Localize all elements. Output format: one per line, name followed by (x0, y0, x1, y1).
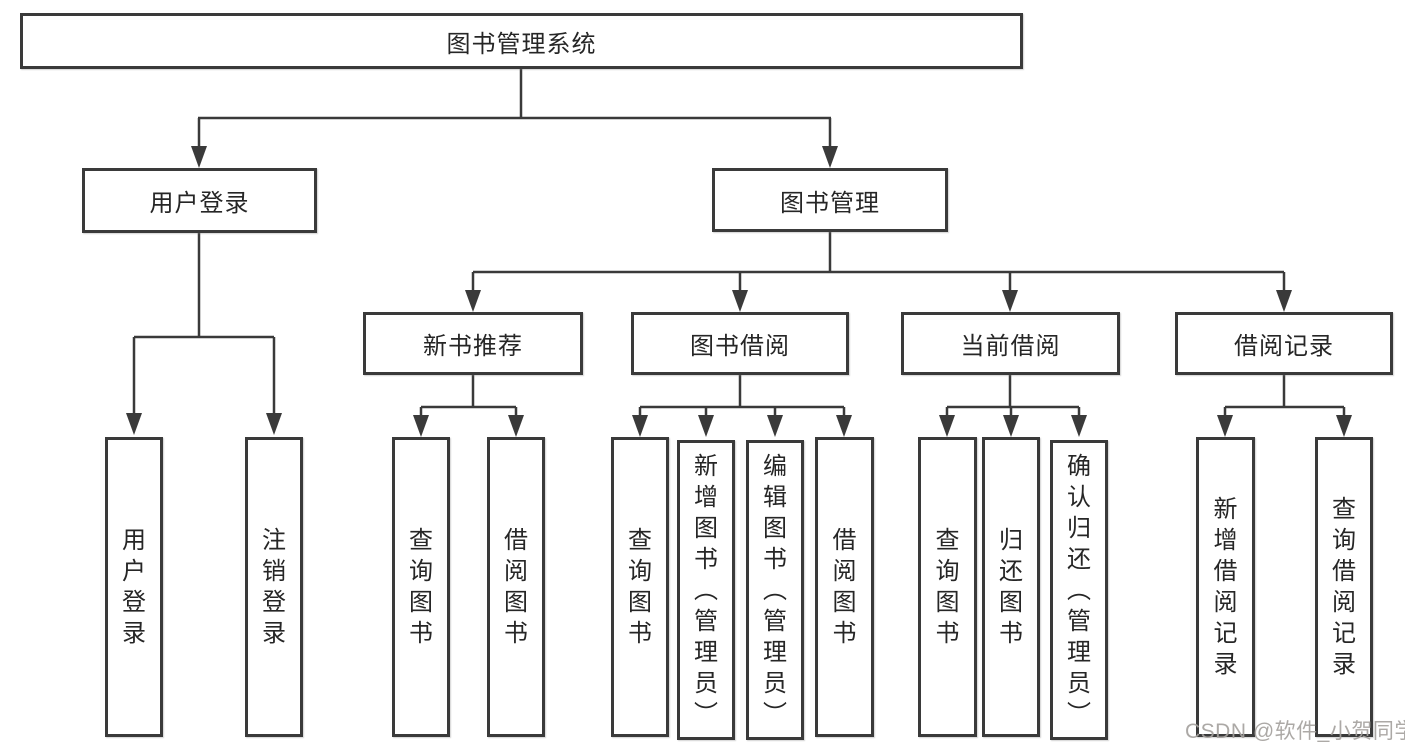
leaf-confirm-return-admin: 确认归还︵管理员︶ (1050, 440, 1108, 740)
node-new-book-recommend-label: 新书推荐 (423, 333, 523, 360)
leaf-add-book-admin: 新增图书︵管理员︶ (677, 440, 735, 740)
leaf-user-login-label: 用户登录 (122, 527, 146, 647)
leaf-query-borrow-record: 查询借阅记录 (1315, 437, 1373, 737)
node-user-login: 用户登录 (82, 168, 317, 233)
leaf-query-books-recommend-label: 查询图书 (409, 527, 433, 647)
leaf-borrow-books-label: 借阅图书 (832, 527, 857, 647)
node-new-book-recommend: 新书推荐 (363, 312, 583, 375)
watermark: CSDN @软件_小贺同学 (1185, 720, 1405, 743)
node-book-borrow-label: 图书借阅 (690, 333, 790, 360)
leaf-return-book-label: 归还图书 (999, 527, 1023, 647)
arrowheads (126, 146, 1352, 437)
leaf-borrow-books-recommend: 借阅图书 (487, 437, 545, 737)
leaf-confirm-return-admin-label: 确认归还︵管理员︶ (1067, 452, 1091, 728)
leaf-query-books-current: 查询图书 (918, 437, 977, 737)
leaf-query-books-current-label: 查询图书 (935, 527, 960, 647)
leaf-add-borrow-record-label: 新增借阅记录 (1213, 496, 1238, 678)
leaf-edit-book-admin-label: 编辑图书︵管理员︶ (763, 452, 787, 728)
leaf-borrow-books-recommend-label: 借阅图书 (504, 527, 528, 647)
leaf-logout-label: 注销登录 (262, 527, 286, 647)
leaf-user-login: 用户登录 (105, 437, 163, 737)
node-current-borrow-label: 当前借阅 (960, 333, 1061, 360)
node-user-login-label: 用户登录 (149, 190, 250, 217)
node-book-management-label: 图书管理 (780, 189, 880, 217)
leaf-add-book-admin-label: 新增图书︵管理员︶ (694, 452, 718, 728)
node-current-borrow: 当前借阅 (901, 312, 1120, 375)
leaf-logout: 注销登录 (245, 437, 303, 737)
leaf-query-borrow-record-label: 查询借阅记录 (1332, 496, 1356, 678)
node-book-borrow: 图书借阅 (631, 312, 849, 375)
node-root-label: 图书管理系统 (446, 30, 597, 58)
leaf-query-books-borrow-label: 查询图书 (628, 527, 652, 647)
leaf-query-books-borrow: 查询图书 (611, 437, 669, 737)
leaf-borrow-books: 借阅图书 (815, 437, 874, 737)
node-book-management: 图书管理 (712, 168, 948, 232)
leaf-edit-book-admin: 编辑图书︵管理员︶ (746, 440, 804, 740)
leaf-query-books-recommend: 查询图书 (392, 437, 450, 737)
node-borrow-records-label: 借阅记录 (1234, 333, 1334, 360)
leaf-add-borrow-record: 新增借阅记录 (1196, 437, 1255, 737)
leaf-return-book: 归还图书 (982, 437, 1040, 737)
node-root: 图书管理系统 (20, 13, 1023, 69)
node-borrow-records: 借阅记录 (1175, 312, 1393, 375)
